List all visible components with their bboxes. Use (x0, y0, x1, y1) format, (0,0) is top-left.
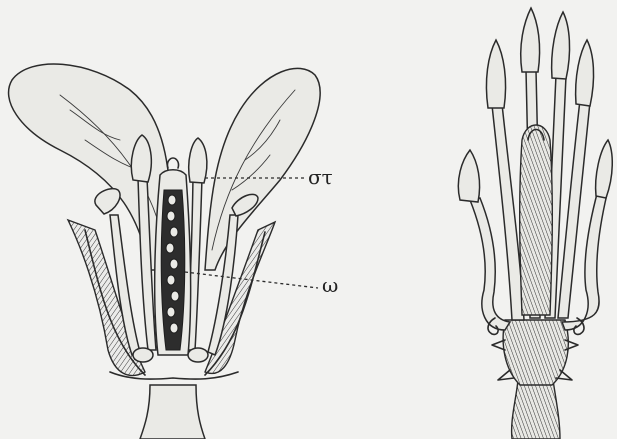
nectary-right (188, 348, 208, 362)
stalk (110, 372, 238, 439)
label-top: στ (308, 165, 333, 189)
pedicel (512, 380, 560, 439)
pistil (155, 158, 191, 355)
central-pistil (520, 125, 553, 315)
nectary-left (133, 348, 153, 362)
label-bottom: ω (322, 273, 338, 297)
receptacle (503, 320, 568, 385)
flower-section: στ ω (9, 64, 339, 439)
stamen-cluster (458, 8, 612, 439)
